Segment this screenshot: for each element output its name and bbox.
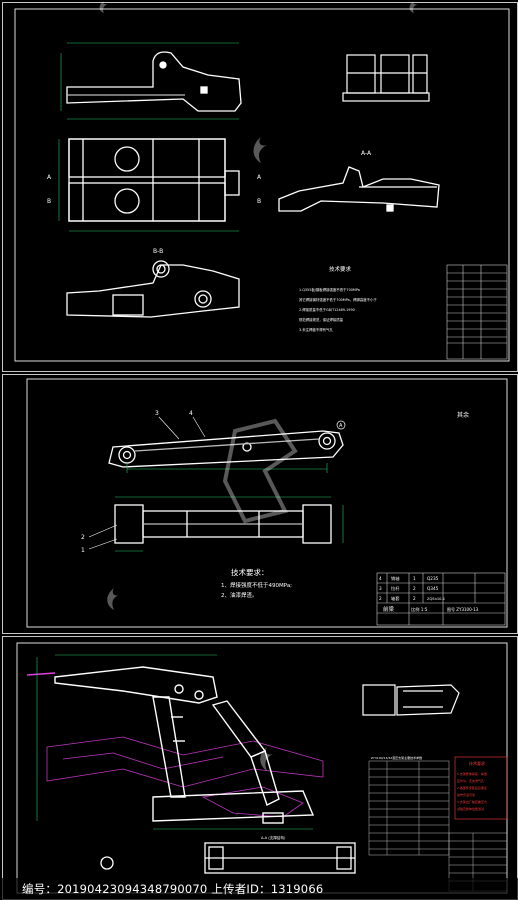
drawing-sheet-2: 3 4 A 其余 2 1 技术要求： 1、焊接强度不低于490MPa; 2、油漆… <box>2 374 518 634</box>
red-note-3: 2.各部件安装后应保证 <box>457 785 487 790</box>
coal-seam-hatching <box>46 736 324 818</box>
section-mark-a-right: A <box>257 174 262 181</box>
sheet1-title-block <box>446 264 508 360</box>
parts-row-3-name: 轴套 <box>391 595 400 602</box>
section-mark-b-right: B <box>257 198 261 205</box>
sheet2-title-code: 图号 ZY3100-13 <box>447 606 479 612</box>
hydraulic-support-base <box>152 790 315 824</box>
bom-table <box>368 760 450 856</box>
plan-view-dims <box>58 139 239 232</box>
surface-finish-note: 其余 <box>457 411 469 419</box>
sheet3-dims <box>36 654 313 830</box>
watermark-logo-top-2 <box>409 1 418 13</box>
sheet1-tech-line-1: 1.Q355板/钢板焊接强度不低于700MPa <box>299 287 360 292</box>
link-elevation-view <box>108 430 344 468</box>
leader-lines-left <box>88 524 118 550</box>
parts-row-2-name: 拉杆 <box>391 585 400 592</box>
section-mark-circle <box>336 420 346 430</box>
red-note-2: 应均匀，无夹渣气孔 <box>457 778 484 783</box>
leader-4: 4 <box>189 410 193 417</box>
arm-side-dims <box>60 42 239 120</box>
footer-upload-info: 编号：20190423094348790070 上传者ID：1319066 <box>22 882 324 896</box>
sheet1-frame <box>14 8 510 362</box>
leader-1: 1 <box>81 547 85 554</box>
sheet2-tech-line-1: 1、焊接强度不低于490MPa; <box>221 581 292 589</box>
drawing-sheet-1: A B A B A-A B-B 技术要求 1.Q <box>2 2 518 372</box>
parts-row-3-qty: 2 <box>413 596 416 601</box>
bom-title: ZY3100/13/32液压支架主要技术参数 <box>371 755 422 760</box>
red-note-5: 3.支架出厂前应做压力 <box>457 799 487 804</box>
hydraulic-support-canopy <box>26 666 218 704</box>
parts-row-1-name: 销轴 <box>391 575 399 582</box>
link-plan-view <box>114 504 332 544</box>
parts-row-2-qty: 2 <box>413 586 416 591</box>
watermark-logo-icon-3 <box>260 747 273 771</box>
section-bb-label: B-B <box>153 248 163 255</box>
section-mark-a-left: A <box>47 174 52 181</box>
arm-side-view <box>66 51 242 112</box>
sheet2-tech-line-2: 2、油漆焊渣。 <box>221 591 258 599</box>
section-bb-view <box>66 260 240 318</box>
sheet1-canvas: A B A B A-A B-B 技术要求 1.Q <box>14 8 510 362</box>
sheet2-title-scale: 比例 1:5 <box>411 606 428 613</box>
section-mark-b-left: B <box>47 198 51 205</box>
leader-2: 2 <box>81 534 85 541</box>
watermark-logo-icon-2 <box>107 588 119 610</box>
sheet1-tech-line-5: 3.未注焊缝不得有气孔 <box>299 327 333 332</box>
sheet2-mark-a: A <box>339 423 343 429</box>
leader-3: 3 <box>155 410 159 417</box>
parts-row-1-qty: 1 <box>413 576 416 581</box>
footer-bar: 编号：20190423094348790070 上传者ID：1319066 <box>0 878 518 900</box>
drawing-sheet-3: A-A (支撑结构) ZY3100/13/32液压支架主要技术参数 <box>2 636 518 900</box>
red-note-1: 1.支架整体焊接，焊缝 <box>457 771 487 776</box>
watermark-brand-icon <box>222 418 298 524</box>
red-note-4: 动作灵活可靠 <box>457 792 475 797</box>
sheet1-tech-line-2: 其它焊接钢材强度不低于700MPa，焊脚高度不小于 <box>299 297 377 302</box>
watermark-logo-top-1 <box>99 1 108 13</box>
detail-view-top-right <box>362 684 460 716</box>
leader-lines-top <box>158 416 206 440</box>
section-aa-view <box>278 166 440 212</box>
link-plan-dims <box>115 496 344 552</box>
hydraulic-support-legs <box>152 696 280 806</box>
red-notes-title: 技术要求 <box>469 760 485 766</box>
sheet2-tech-title: 技术要求： <box>231 567 269 577</box>
section-aa-label: A-A <box>361 150 372 157</box>
end-view <box>342 54 430 102</box>
sheet2-title-name: 前梁 <box>383 605 395 613</box>
parts-row-3-material: ZQSn10-1 <box>427 597 445 601</box>
sheet2-canvas: 3 4 A 其余 2 1 技术要求： 1、焊接强度不低于490MPa; 2、油漆… <box>26 378 508 628</box>
watermark-logo-icon <box>253 137 267 163</box>
sheet3-section-label: A-A (支撑结构) <box>261 835 286 840</box>
sheet2-parts-table <box>376 572 506 626</box>
base-plan-view <box>100 842 356 874</box>
red-notes-box <box>454 756 508 820</box>
parts-row-1-no: 4 <box>379 576 382 581</box>
red-note-6: 试验及整体性能测试 <box>457 806 484 811</box>
parts-row-2-no: 3 <box>379 586 382 591</box>
link-elevation-dims <box>126 463 328 473</box>
sheet1-tech-line-4: 规范焊接规范，保证焊接质量 <box>299 317 344 322</box>
parts-row-2-material: Q345 <box>427 586 439 591</box>
parts-row-1-material: Q235 <box>427 576 439 581</box>
sheet2-frame <box>26 378 508 628</box>
sheet1-tech-title: 技术要求 <box>329 265 352 273</box>
parts-row-3-no: 2 <box>379 596 382 601</box>
arm-plan-view <box>68 138 240 222</box>
sheet1-tech-line-3: 2.焊接质量不低于GB/T12469-1990 <box>299 307 355 312</box>
